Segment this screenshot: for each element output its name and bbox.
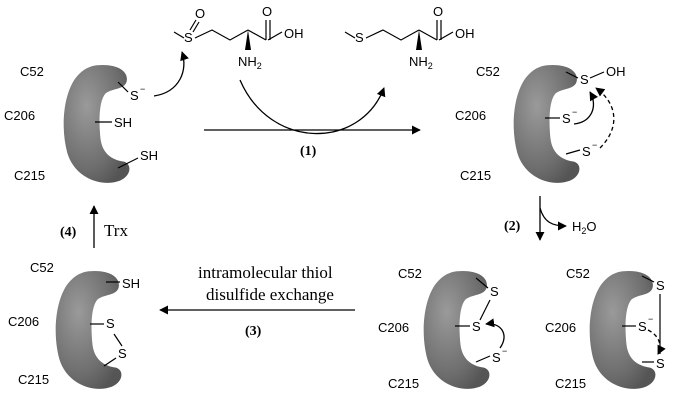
methionine-sulfoxide: S O O OH NH2 bbox=[173, 4, 304, 71]
label-c52-3: C52 bbox=[398, 266, 422, 281]
thiolate-c206-4: S bbox=[638, 319, 647, 334]
carbonyl-o-2: O bbox=[433, 4, 443, 19]
label-c52-5: C52 bbox=[30, 260, 54, 275]
label-c206: C206 bbox=[4, 108, 35, 123]
label-c206-2: C206 bbox=[455, 108, 486, 123]
exchange-label-line1: intramolecular thiol bbox=[198, 263, 333, 282]
trx-label: Trx bbox=[104, 221, 128, 240]
label-c215-5: C215 bbox=[18, 372, 49, 387]
thiolate-c215: S bbox=[582, 144, 591, 159]
thiol-c52-5: SH bbox=[122, 276, 140, 291]
step-2-label: (2) bbox=[504, 219, 521, 234]
label-c215-2: C215 bbox=[460, 168, 491, 183]
minus-charge-5: − bbox=[648, 314, 653, 324]
protein-state-sulfenic-acid: C52 C206 C215 S OH S − S − bbox=[455, 64, 626, 183]
amine-1: NH2 bbox=[238, 54, 262, 71]
reduction-curve-arrow bbox=[239, 79, 386, 135]
minus-charge-4: − bbox=[502, 346, 507, 356]
methionine: S O OH NH2 bbox=[344, 4, 475, 71]
disulfide-s-2: S bbox=[472, 319, 481, 334]
amine-2: NH2 bbox=[409, 54, 433, 71]
minus-charge-2: − bbox=[572, 107, 577, 117]
disulfide-s-5: S bbox=[106, 316, 115, 331]
protein-state-reduced: C52 C206 C215 S − SH SH bbox=[4, 64, 158, 183]
sulfoxide-s: S bbox=[184, 30, 193, 45]
label-c215: C215 bbox=[14, 168, 45, 183]
methionine-s: S bbox=[355, 30, 364, 45]
exchange-label-line2: disulfide exchange bbox=[206, 285, 334, 304]
sulfenic-s: S bbox=[580, 72, 589, 87]
carbonyl-o-1: O bbox=[262, 4, 272, 19]
dashed-arrow-1 bbox=[595, 87, 615, 149]
step-3-label: (3) bbox=[245, 324, 262, 339]
disulfide-s-4: S bbox=[656, 356, 665, 371]
protein-state-disulfide-206-215: C52 C206 C215 SH S S bbox=[8, 260, 140, 389]
step-1-label: (1) bbox=[300, 144, 317, 159]
disulfide-s-1: S bbox=[490, 284, 499, 299]
label-c206-5: C206 bbox=[8, 314, 39, 329]
label-c52-2: C52 bbox=[476, 64, 500, 79]
thiolate-c215-3: S bbox=[492, 350, 501, 365]
water-label: H2O bbox=[572, 219, 597, 236]
carboxyl-oh-1: OH bbox=[284, 26, 304, 41]
thiolate-c52: S bbox=[130, 88, 139, 103]
label-c52-4: C52 bbox=[566, 266, 590, 281]
attack-arrow-2 bbox=[573, 91, 599, 125]
attack-arrow-3 bbox=[485, 318, 505, 349]
attack-arrow bbox=[153, 51, 189, 97]
thiolate-c206: S bbox=[562, 111, 571, 126]
disulfide-s-3: S bbox=[656, 278, 665, 293]
minus-charge: − bbox=[140, 84, 145, 94]
sulfenic-oh: OH bbox=[606, 64, 626, 79]
protein-state-disulfide-52-206: C52 C206 C215 S S S − bbox=[378, 266, 507, 391]
disulfide-s-6: S bbox=[118, 346, 127, 361]
label-c206-3: C206 bbox=[378, 320, 409, 335]
label-c215-4: C215 bbox=[555, 376, 586, 391]
minus-charge-3: − bbox=[592, 140, 597, 150]
dashed-arrow-2 bbox=[647, 329, 666, 355]
sulfoxide-o: O bbox=[195, 6, 205, 21]
thiol-c206: SH bbox=[114, 115, 132, 130]
thiol-c215: SH bbox=[140, 148, 158, 163]
step-4-label: (4) bbox=[60, 225, 77, 240]
label-c215-3: C215 bbox=[388, 376, 419, 391]
water-release-arrow bbox=[539, 207, 567, 231]
carboxyl-oh-2: OH bbox=[455, 26, 475, 41]
protein-state-alternative: C52 C206 C215 S S − S bbox=[545, 266, 666, 391]
label-c52: C52 bbox=[20, 64, 44, 79]
label-c206-4: C206 bbox=[545, 320, 576, 335]
